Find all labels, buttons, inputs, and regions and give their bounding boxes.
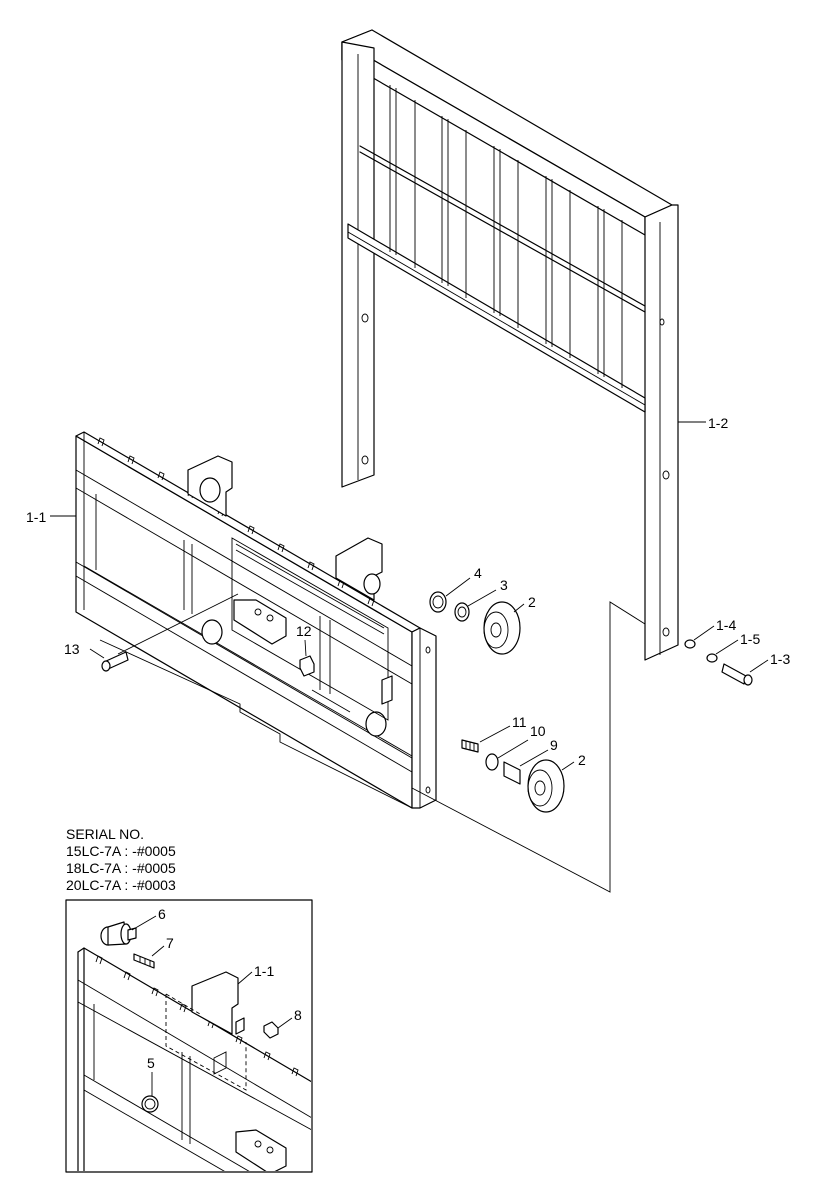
serial-line-15lc: 15LC-7A : -#0005	[66, 843, 176, 859]
assembly-reference-line	[411, 601, 646, 893]
callout-1-4: 1-4	[716, 617, 736, 633]
callout-2-upper: 2	[528, 594, 536, 610]
callout-9: 9	[550, 737, 558, 753]
shim-4	[429, 591, 447, 613]
nut-12	[299, 655, 315, 677]
serial-heading: SERIAL NO.	[66, 826, 145, 842]
washer-1-5	[706, 653, 718, 663]
callout-3: 3	[500, 577, 508, 593]
inset-callout-6: 6	[158, 906, 166, 922]
callout-4: 4	[474, 565, 482, 581]
bolt-7	[133, 953, 155, 969]
callout-10: 10	[530, 723, 546, 739]
serial-inset: 6 7 1-1 8 5	[65, 899, 313, 1173]
callout-12: 12	[296, 623, 312, 639]
bolt-1-3	[721, 663, 753, 686]
inset-callout-7: 7	[166, 935, 174, 951]
o-ring-5	[141, 1095, 159, 1113]
callout-1-1: 1-1	[26, 509, 46, 525]
shaft-6	[100, 921, 137, 946]
callout-11: 11	[512, 714, 527, 730]
bolt-11	[461, 739, 479, 753]
shim-3	[454, 602, 470, 622]
inset-callout-5: 5	[147, 1055, 155, 1071]
upper-roller-assembly	[429, 591, 521, 655]
inset-callout-8: 8	[294, 1007, 302, 1023]
inset-callout-1-1: 1-1	[254, 963, 274, 979]
serial-line-20lc: 20LC-7A : -#0003	[66, 877, 176, 893]
callout-1-3: 1-3	[770, 651, 790, 667]
lower-roller-assembly	[461, 739, 565, 813]
inset-frame	[65, 899, 313, 1173]
serial-line-18lc: 18LC-7A : -#0005	[66, 860, 176, 876]
fork-carriage	[75, 431, 437, 809]
callout-1-5: 1-5	[740, 631, 760, 647]
backrest-fasteners	[684, 639, 753, 686]
spacer-9	[503, 761, 521, 785]
washer-1-4	[684, 639, 696, 649]
ring-10	[485, 753, 499, 771]
fastener-13	[101, 651, 129, 672]
callout-2-lower: 2	[578, 752, 586, 768]
callouts: 1-1 1-2 4 3 2 1-4 1-5 1-3 13 12 11 10 9 …	[26, 415, 790, 771]
load-backrest	[341, 29, 679, 661]
nut-8	[263, 1021, 279, 1039]
callout-13: 13	[64, 641, 80, 657]
callout-1-2: 1-2	[708, 415, 728, 431]
serial-number-block: SERIAL NO. 15LC-7A : -#0005 18LC-7A : -#…	[66, 826, 176, 894]
